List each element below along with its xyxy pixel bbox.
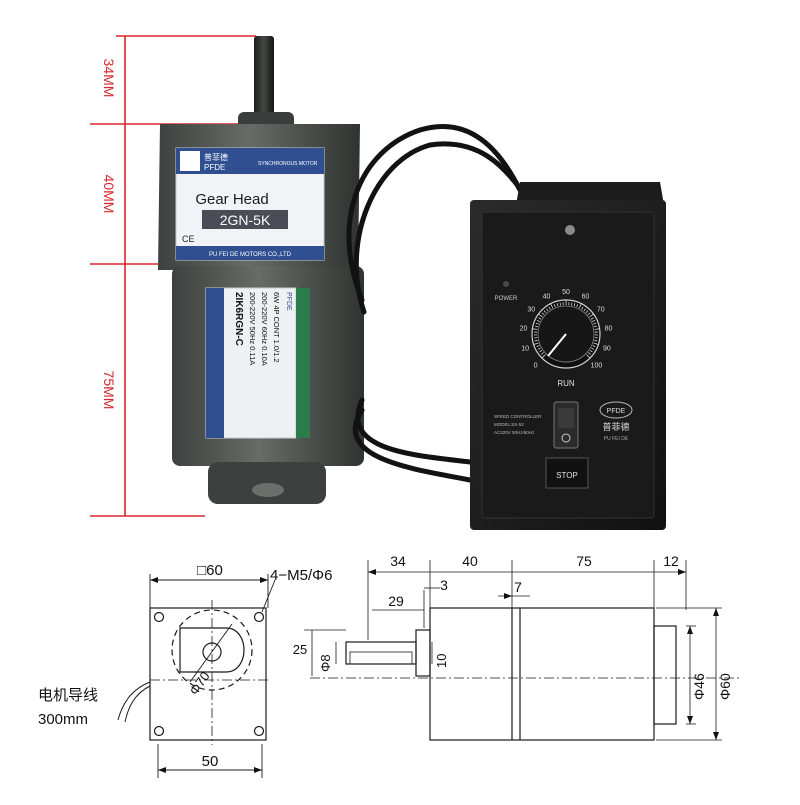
controller-brand-en: PFDE bbox=[607, 408, 626, 415]
drawing-labels: □60 4−M5/Φ6 Φ70 50 电机导线 300mm 34 40 75 1… bbox=[38, 553, 733, 770]
dim-label-34mm: 34MM bbox=[101, 59, 117, 98]
motor-spec-line1: 200-220V 50Hz 0.11A bbox=[248, 292, 257, 365]
power-label: POWER bbox=[495, 296, 518, 302]
lead-label: 电机导线 bbox=[38, 687, 98, 704]
motor-brand: PFDE bbox=[285, 292, 292, 311]
lead-length: 300mm bbox=[38, 711, 88, 728]
motor-spec-line2: 200-220V 60Hz 0.10A bbox=[260, 292, 269, 366]
dim-phi46: Φ46 bbox=[691, 673, 707, 700]
dim-75: 75 bbox=[576, 553, 592, 569]
dial-number: 20 bbox=[520, 325, 528, 332]
motor-photo: 普菲德 PFDE SYNCHRONOUS MOTOR Gear Head 2GN… bbox=[158, 36, 364, 504]
dial-number: 10 bbox=[521, 345, 529, 352]
dim-holes: 4−M5/Φ6 bbox=[270, 567, 332, 584]
dial-number: 100 bbox=[591, 362, 603, 369]
company-name: PU FEI DE MOTORS CO.,LTD bbox=[209, 252, 292, 258]
dim-7: 7 bbox=[514, 579, 522, 595]
motor-end-ring bbox=[208, 462, 326, 504]
controller-text2: MODEL:SS-52 bbox=[494, 422, 524, 427]
controller-text1: SPEED CONTROLLER bbox=[494, 414, 542, 419]
power-led bbox=[503, 281, 509, 287]
dial-number: 80 bbox=[605, 325, 613, 332]
dim-phi8: Φ8 bbox=[318, 654, 333, 672]
dial-number: 50 bbox=[562, 289, 570, 296]
dial-number: 40 bbox=[543, 294, 551, 301]
dim-label-40mm: 40MM bbox=[101, 175, 117, 214]
dimension-arrows bbox=[150, 569, 719, 773]
brand-cn: 普菲德 bbox=[204, 152, 228, 162]
side-shaft bbox=[346, 642, 416, 664]
dim-phi60: Φ60 bbox=[717, 673, 733, 700]
gear-head-model: 2GN-5K bbox=[220, 212, 271, 228]
motor-spec-line3: 6W 4P CONT 1.0/1.2 bbox=[272, 292, 281, 363]
dim-label-75mm: 75MM bbox=[101, 371, 117, 410]
side-gearbox bbox=[430, 608, 512, 740]
side-collar bbox=[416, 630, 430, 676]
technical-drawing bbox=[118, 560, 740, 778]
dim-34: 34 bbox=[390, 553, 406, 569]
side-motor bbox=[520, 608, 654, 740]
dim-width-50: 50 bbox=[202, 753, 219, 770]
ce-mark: CE bbox=[182, 234, 195, 244]
dial-number: 60 bbox=[582, 294, 590, 301]
speed-controller: POWER 0 10 20 30 40 50 60 70 80 90 100 RUN SPEED C… bbox=[470, 182, 666, 530]
motor-label: 2IK6RGN-C 200-220V 50Hz 0.11A 200-220V 6… bbox=[206, 288, 310, 438]
dim-40: 40 bbox=[462, 553, 478, 569]
mount-hole-tr bbox=[255, 613, 264, 622]
dim-12: 12 bbox=[663, 553, 679, 569]
mounting-screw bbox=[565, 225, 575, 235]
brand-logo bbox=[180, 151, 200, 171]
controller-brand-small: PU FEI DE bbox=[604, 436, 629, 442]
label-header: SYNCHRONOUS MOTOR bbox=[258, 161, 318, 167]
mount-hole-br bbox=[255, 727, 264, 736]
dial-number: 30 bbox=[527, 307, 535, 314]
dial-tick bbox=[560, 303, 561, 306]
controller-text3: AC220V 50Hz/60Hz bbox=[494, 430, 535, 435]
side-end-cap bbox=[654, 626, 676, 724]
dim-25: 25 bbox=[293, 642, 307, 657]
rear-cap bbox=[252, 483, 284, 497]
dim-square-60: □60 bbox=[197, 562, 223, 579]
dial-tick bbox=[571, 303, 572, 306]
mount-hole-bl bbox=[155, 727, 164, 736]
dial-number: 0 bbox=[534, 362, 538, 369]
dial-number: 90 bbox=[603, 345, 611, 352]
run-label: RUN bbox=[557, 379, 575, 388]
gear-head-label: 普菲德 PFDE SYNCHRONOUS MOTOR Gear Head 2GN… bbox=[176, 148, 324, 260]
dial-number: 70 bbox=[597, 307, 605, 314]
brand-en: PFDE bbox=[204, 163, 225, 172]
run-switch bbox=[554, 402, 578, 448]
dim-10: 10 bbox=[434, 654, 449, 668]
motor-model: 2IK6RGN-C bbox=[233, 292, 244, 346]
dim-3: 3 bbox=[440, 577, 448, 593]
dim-bolt-circle: Φ70 bbox=[186, 669, 213, 698]
dim-29: 29 bbox=[388, 593, 404, 609]
controller-brand-cn: 普菲德 bbox=[602, 421, 629, 432]
shaft-flat bbox=[350, 652, 412, 664]
stop-label: STOP bbox=[556, 471, 578, 480]
gear-head-title: Gear Head bbox=[195, 191, 268, 208]
mount-hole-tl bbox=[155, 613, 164, 622]
